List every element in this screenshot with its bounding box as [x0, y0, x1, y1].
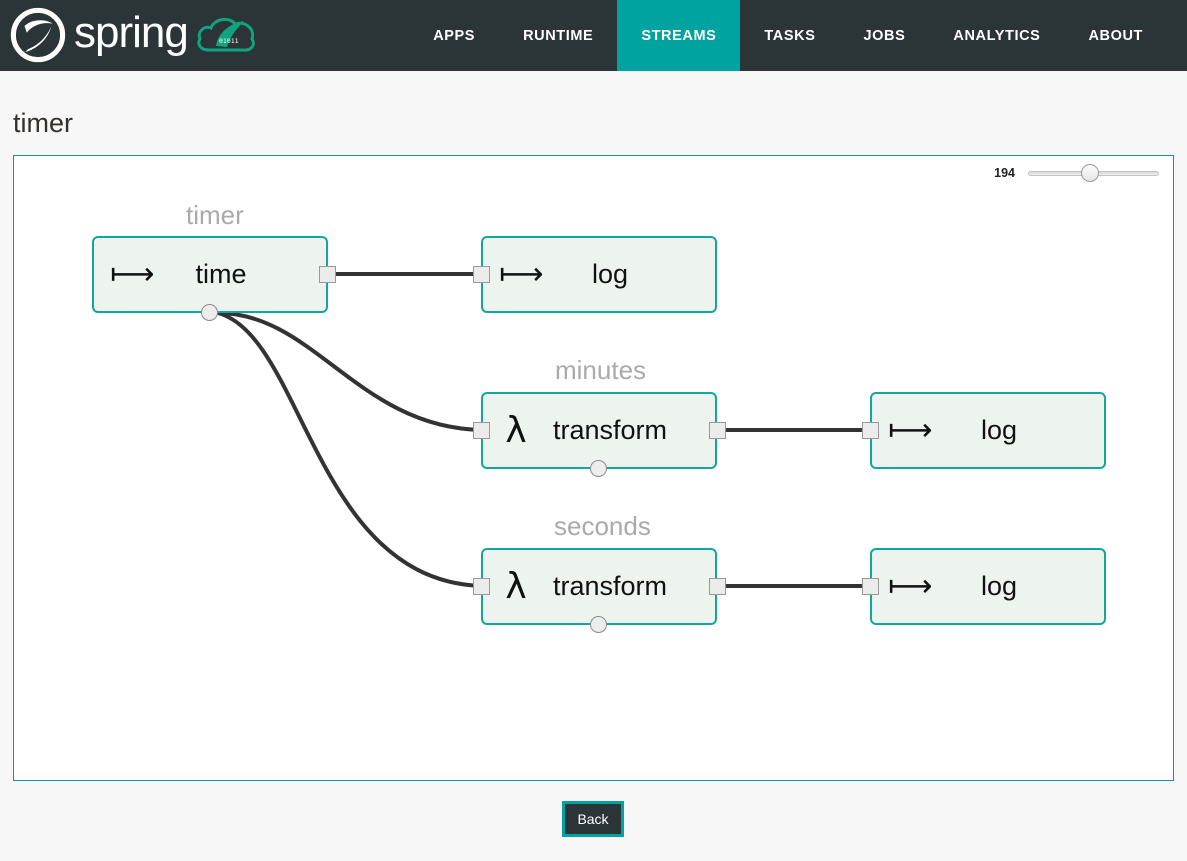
- nav-item-streams[interactable]: STREAMS: [617, 0, 741, 71]
- node-log-top-input-port[interactable]: [473, 266, 490, 283]
- sink-arrow-icon: ⟼: [499, 256, 544, 292]
- node-transform-minutes-output-port[interactable]: [709, 422, 726, 439]
- node-log-top-label: log: [591, 259, 629, 289]
- page-title: timer: [13, 108, 73, 138]
- graph-area: timer minutes seconds ⟼ time ⟼ log λ tra…: [14, 156, 1173, 780]
- node-transform-seconds-output-port[interactable]: [709, 578, 726, 595]
- node-log-minutes-label: log: [980, 415, 1018, 445]
- node-transform-seconds-label: transform: [552, 571, 668, 601]
- sink-arrow-icon: ⟼: [888, 412, 933, 448]
- node-time[interactable]: ⟼ time: [92, 236, 328, 313]
- sink-arrow-icon: ⟼: [888, 568, 933, 604]
- group-label-seconds: seconds: [554, 511, 651, 541]
- nav-item-tasks[interactable]: TASKS: [764, 27, 816, 44]
- zoom-value-label: 194: [994, 166, 1015, 180]
- back-button[interactable]: Back: [562, 801, 624, 837]
- graph-edges: [217, 272, 871, 588]
- zoom-slider[interactable]: [1028, 164, 1159, 182]
- brand-wordmark: spring: [74, 8, 189, 57]
- group-label-timer: timer: [186, 200, 244, 230]
- zoom-slider-thumb[interactable]: [1080, 164, 1099, 182]
- node-transform-seconds-input-port[interactable]: [473, 578, 490, 595]
- nav-item-about[interactable]: ABOUT: [1088, 27, 1143, 44]
- node-transform-minutes[interactable]: λ transform: [481, 392, 717, 469]
- nav-item-apps[interactable]: APPS: [433, 27, 476, 44]
- spring-leaf-icon: [10, 7, 66, 63]
- brand-logo[interactable]: spring 01011: [10, 2, 260, 68]
- nav-item-jobs[interactable]: JOBS: [863, 27, 906, 44]
- node-log-seconds-input-port[interactable]: [862, 578, 879, 595]
- node-transform-seconds-tap-port[interactable]: [590, 616, 607, 633]
- top-navbar: spring 01011 APPS RUNTIME STREAMS TASKS …: [0, 0, 1187, 71]
- node-transform-minutes-input-port[interactable]: [473, 422, 490, 439]
- zoom-control: 194: [994, 164, 1159, 182]
- group-label-minutes: minutes: [555, 355, 647, 385]
- edge-time-to-transform-minutes: [217, 311, 483, 432]
- node-log-seconds[interactable]: ⟼ log: [870, 548, 1106, 625]
- main-nav: APPS RUNTIME STREAMS TASKS JOBS ANALYTIC…: [409, 0, 1187, 71]
- nav-item-runtime[interactable]: RUNTIME: [523, 27, 594, 44]
- edge-time-to-transform-seconds: [217, 311, 483, 588]
- node-log-top[interactable]: ⟼ log: [481, 236, 717, 313]
- spring-cloud-dataflow-icon: 01011: [197, 17, 255, 52]
- svg-text:01011: 01011: [219, 37, 239, 45]
- node-log-minutes-input-port[interactable]: [862, 422, 879, 439]
- lambda-icon: λ: [505, 409, 527, 451]
- stream-graph-canvas[interactable]: 194 timer minutes s: [13, 155, 1174, 781]
- source-arrow-icon: ⟼: [110, 256, 155, 292]
- node-transform-minutes-tap-port[interactable]: [590, 460, 607, 477]
- node-time-label: time: [195, 259, 247, 289]
- node-log-minutes[interactable]: ⟼ log: [870, 392, 1106, 469]
- lambda-icon: λ: [505, 565, 527, 607]
- nav-item-analytics[interactable]: ANALYTICS: [953, 27, 1041, 44]
- node-transform-minutes-label: transform: [552, 415, 668, 445]
- node-transform-seconds[interactable]: λ transform: [481, 548, 717, 625]
- node-time-tap-port[interactable]: [201, 304, 218, 321]
- node-log-seconds-label: log: [980, 571, 1018, 601]
- node-time-output-port[interactable]: [319, 266, 336, 283]
